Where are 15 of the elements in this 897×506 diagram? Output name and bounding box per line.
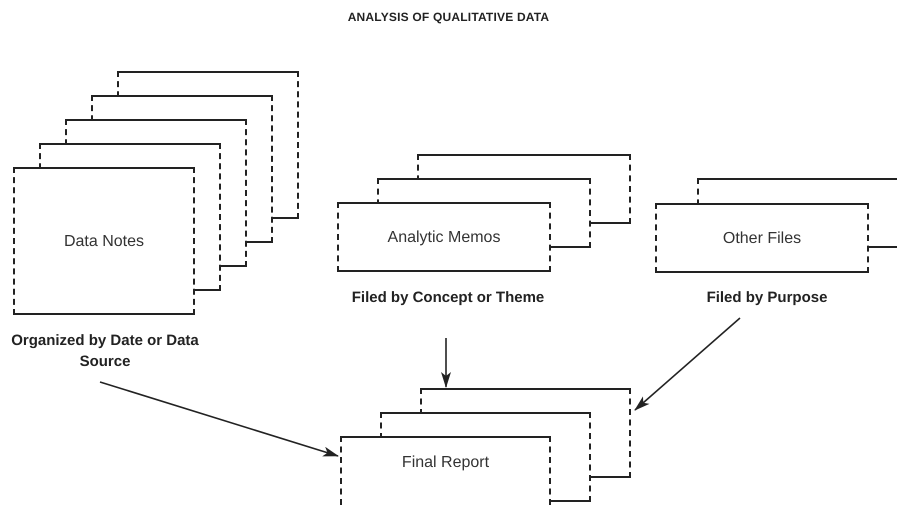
arrow xyxy=(100,381,339,457)
arrow xyxy=(441,338,451,388)
node-caption: Organized by Date or Data Source xyxy=(10,331,200,372)
document-stack xyxy=(13,71,299,315)
node-caption: Filed by Concept or Theme xyxy=(350,288,546,308)
document-stack xyxy=(337,154,631,272)
node-text: Data Notes xyxy=(64,232,144,252)
document-stack xyxy=(655,178,897,273)
arrow xyxy=(634,317,741,411)
node-text: Final Report xyxy=(402,453,490,473)
diagram-title: ANALYSIS OF QUALITATIVE DATA xyxy=(346,10,550,24)
document-stack xyxy=(340,388,631,506)
node-text: Other Files xyxy=(722,228,802,248)
node-caption: Filed by Purpose xyxy=(706,288,828,308)
node-text: Analytic Memos xyxy=(388,228,500,248)
